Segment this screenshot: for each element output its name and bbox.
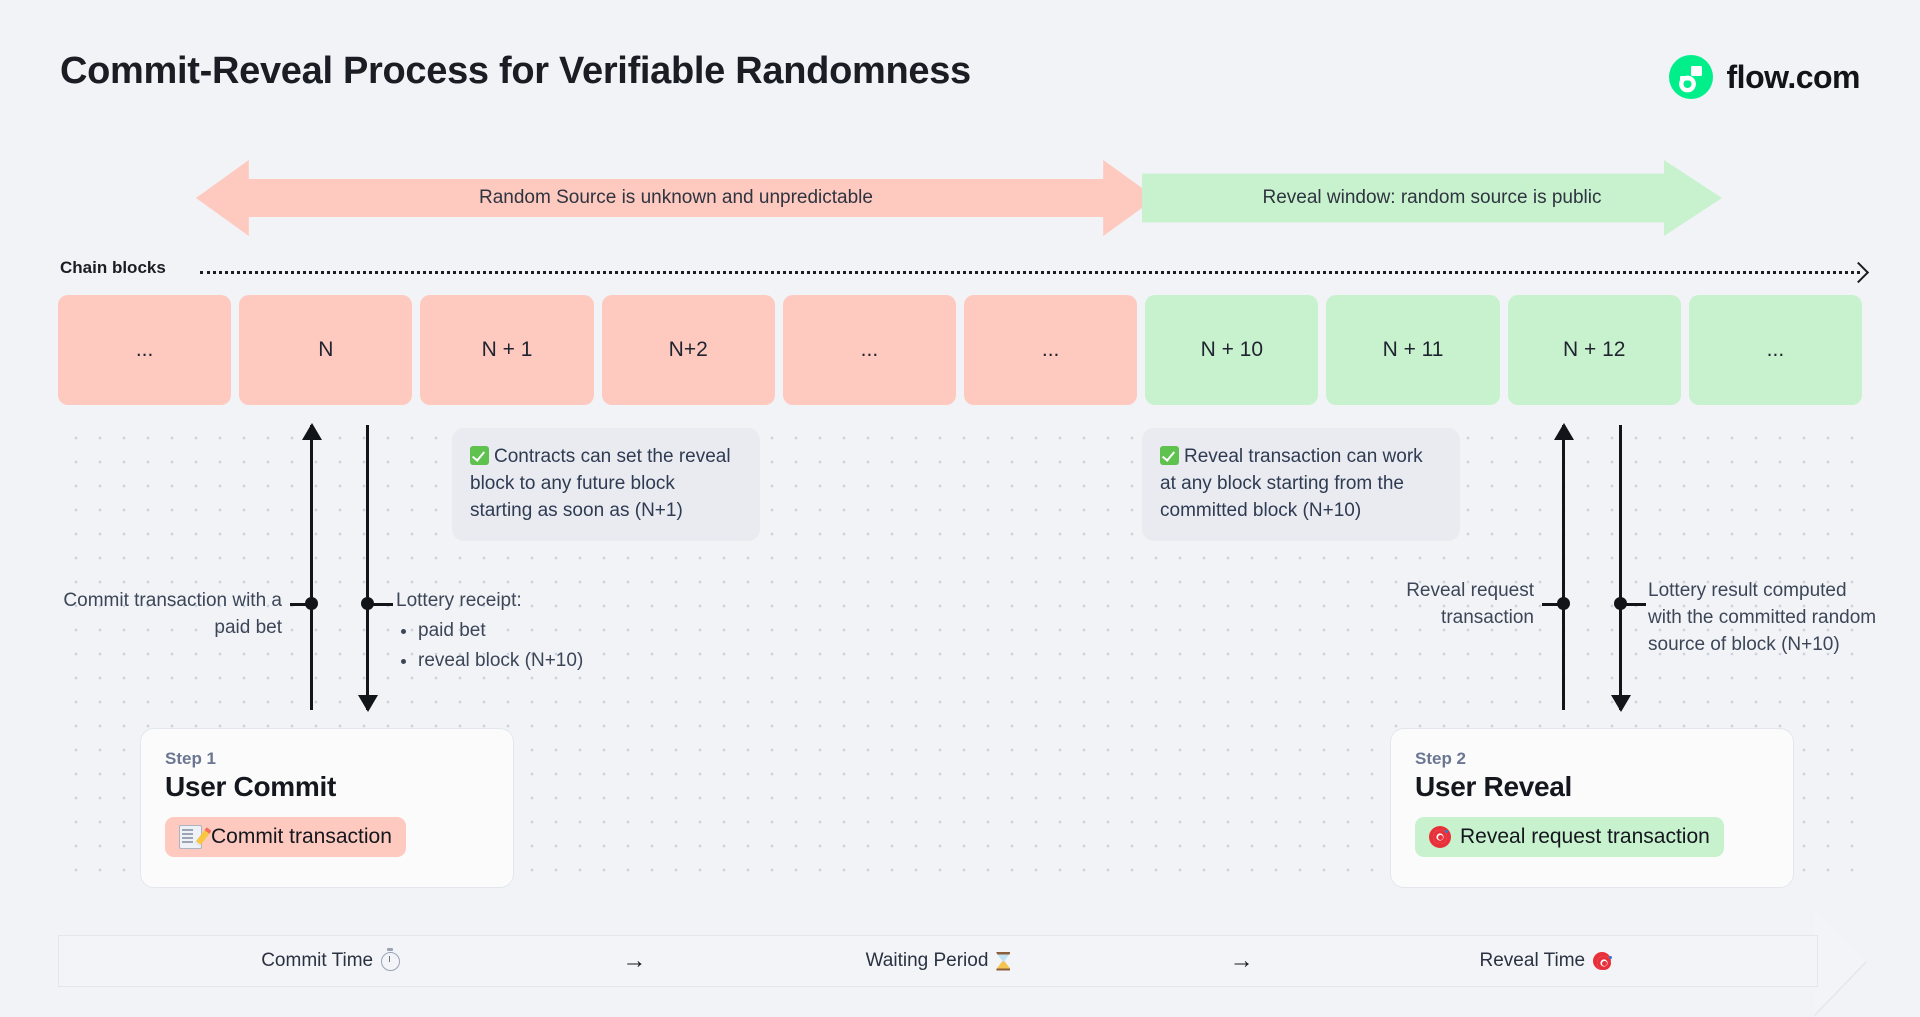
flow-mark-icon bbox=[1678, 66, 1702, 93]
note-contracts-reveal-block: Contracts can set the reveal block to an… bbox=[452, 428, 760, 541]
chain-block[interactable]: N + 10 bbox=[1145, 295, 1319, 405]
check-icon bbox=[470, 446, 489, 465]
chain-block-label: N + 12 bbox=[1562, 338, 1626, 361]
receipt-list-item: paid bet bbox=[418, 618, 696, 645]
banner-unknown-window: Random Source is unknown and unpredictab… bbox=[196, 160, 1156, 236]
receipt-connector-node bbox=[361, 597, 374, 610]
chain-block-label: N + 11 bbox=[1382, 338, 1444, 361]
step-1-kicker: Step 1 bbox=[165, 749, 217, 768]
chain-axis-arrow-icon bbox=[200, 271, 1860, 276]
receipt-list: paid bet reveal block (N+10) bbox=[396, 618, 696, 675]
receipt-title: Lottery receipt: bbox=[396, 590, 522, 611]
stopwatch-icon bbox=[381, 947, 401, 971]
chain-block[interactable]: N+2 bbox=[601, 295, 775, 405]
chain-block[interactable]: ... bbox=[1688, 295, 1863, 405]
banner-reveal-window: Reveal window: random source is public bbox=[1142, 160, 1722, 236]
chain-block-label: N bbox=[318, 338, 334, 361]
timeline-arrow-1-icon: → bbox=[622, 947, 647, 974]
annotation-commit-transaction: Commit transaction with a paid bet bbox=[63, 590, 282, 638]
hourglass-icon bbox=[996, 952, 1010, 971]
chain-block-label: ... bbox=[135, 338, 154, 361]
step-2-pill-label: Reveal request transaction bbox=[1460, 825, 1710, 848]
chain-block-row: ... N N + 1 N+2...... N + 10 N + 11 N + 12... bbox=[58, 295, 1863, 405]
step-1-title: User Commit bbox=[165, 771, 336, 802]
note-reveal-transaction: Reveal transaction can work at any block… bbox=[1142, 428, 1460, 541]
timeline-arrow-2-icon: → bbox=[1229, 947, 1254, 974]
chain-block-label: N + 10 bbox=[1200, 338, 1264, 361]
result-connector-stub bbox=[1622, 603, 1646, 606]
memo-icon bbox=[179, 825, 202, 849]
receipt-connector-stub bbox=[369, 603, 393, 606]
timeline-segment-reveal: Reveal Time bbox=[1274, 950, 1817, 972]
timeline-segment-waiting: Waiting Period bbox=[666, 950, 1209, 972]
chain-block[interactable]: ... bbox=[58, 295, 232, 405]
step-1-pill[interactable]: Commit transaction bbox=[165, 817, 406, 857]
step-2-kicker: Step 2 bbox=[1415, 749, 1467, 768]
receipt-list-item: reveal block (N+10) bbox=[418, 648, 696, 675]
result-connector-line bbox=[1610, 425, 1631, 712]
timeline-arrowhead bbox=[1814, 907, 1866, 1015]
chain-block-label: ... bbox=[860, 338, 879, 361]
reveal-connector-line bbox=[1553, 423, 1574, 710]
timeline-waiting-label: Waiting Period bbox=[865, 950, 989, 971]
chain-block-label: ... bbox=[1041, 338, 1060, 361]
step-card-user-reveal[interactable]: Step 2 User Reveal Reveal request transa… bbox=[1390, 728, 1794, 888]
chain-block-label: N+2 bbox=[668, 338, 708, 361]
note-1-text: Contracts can set the reveal block to an… bbox=[470, 446, 731, 521]
reveal-connector-stub bbox=[1542, 603, 1566, 606]
commit-connector-line bbox=[301, 423, 322, 710]
page-title: Commit-Reveal Process for Verifiable Ran… bbox=[60, 50, 971, 92]
result-connector-node bbox=[1614, 597, 1627, 610]
note-2-text: Reveal transaction can work at any block… bbox=[1160, 446, 1423, 521]
flow-logo-icon bbox=[1668, 55, 1713, 99]
brand-logo-group: flow.com bbox=[1668, 55, 1861, 99]
banner-unknown-label: Random Source is unknown and unpredictab… bbox=[479, 187, 873, 208]
check-icon bbox=[1160, 446, 1179, 465]
step-1-pill-label: Commit transaction bbox=[211, 825, 392, 848]
banner-reveal-label: Reveal window: random source is public bbox=[1262, 187, 1602, 208]
chain-block-label: ... bbox=[1766, 338, 1785, 361]
reveal-connector-node bbox=[1557, 597, 1570, 610]
chain-block[interactable]: N + 11 bbox=[1326, 295, 1500, 405]
chain-block[interactable]: N + 12 bbox=[1507, 295, 1681, 405]
timeline-segment-commit: Commit Time bbox=[59, 947, 602, 972]
brand-name: flow.com bbox=[1726, 58, 1861, 95]
dart-icon bbox=[1429, 826, 1451, 848]
chain-block[interactable]: ... bbox=[782, 295, 957, 405]
timeline-bar: Commit Time → Waiting Period → Reveal Ti… bbox=[58, 935, 1818, 987]
timeline-reveal-label: Reveal Time bbox=[1479, 950, 1586, 971]
commit-connector-node bbox=[305, 597, 318, 610]
chain-block-label: N + 1 bbox=[481, 338, 533, 361]
dart-icon bbox=[1593, 952, 1612, 970]
chain-block[interactable]: N + 1 bbox=[420, 295, 594, 405]
annotation-lottery-result: Lottery result computed with the committ… bbox=[1648, 580, 1877, 655]
step-2-pill[interactable]: Reveal request transaction bbox=[1415, 817, 1724, 857]
commit-connector-stub bbox=[290, 603, 314, 606]
receipt-connector-line bbox=[357, 425, 378, 712]
annotation-reveal-request: Reveal request transaction bbox=[1406, 580, 1534, 628]
chain-blocks-label: Chain blocks bbox=[60, 258, 166, 277]
step-2-title: User Reveal bbox=[1415, 771, 1573, 802]
chain-block[interactable]: ... bbox=[964, 295, 1138, 405]
annotation-lottery-receipt: Lottery receipt: paid bet reveal block (N… bbox=[396, 588, 696, 675]
phase-banner-row: Random Source is unknown and unpredictab… bbox=[0, 160, 1920, 236]
timeline-commit-label: Commit Time bbox=[261, 950, 374, 971]
chain-block[interactable]: N bbox=[239, 295, 413, 405]
step-card-user-commit[interactable]: Step 1 User Commit Commit transaction bbox=[140, 728, 514, 888]
